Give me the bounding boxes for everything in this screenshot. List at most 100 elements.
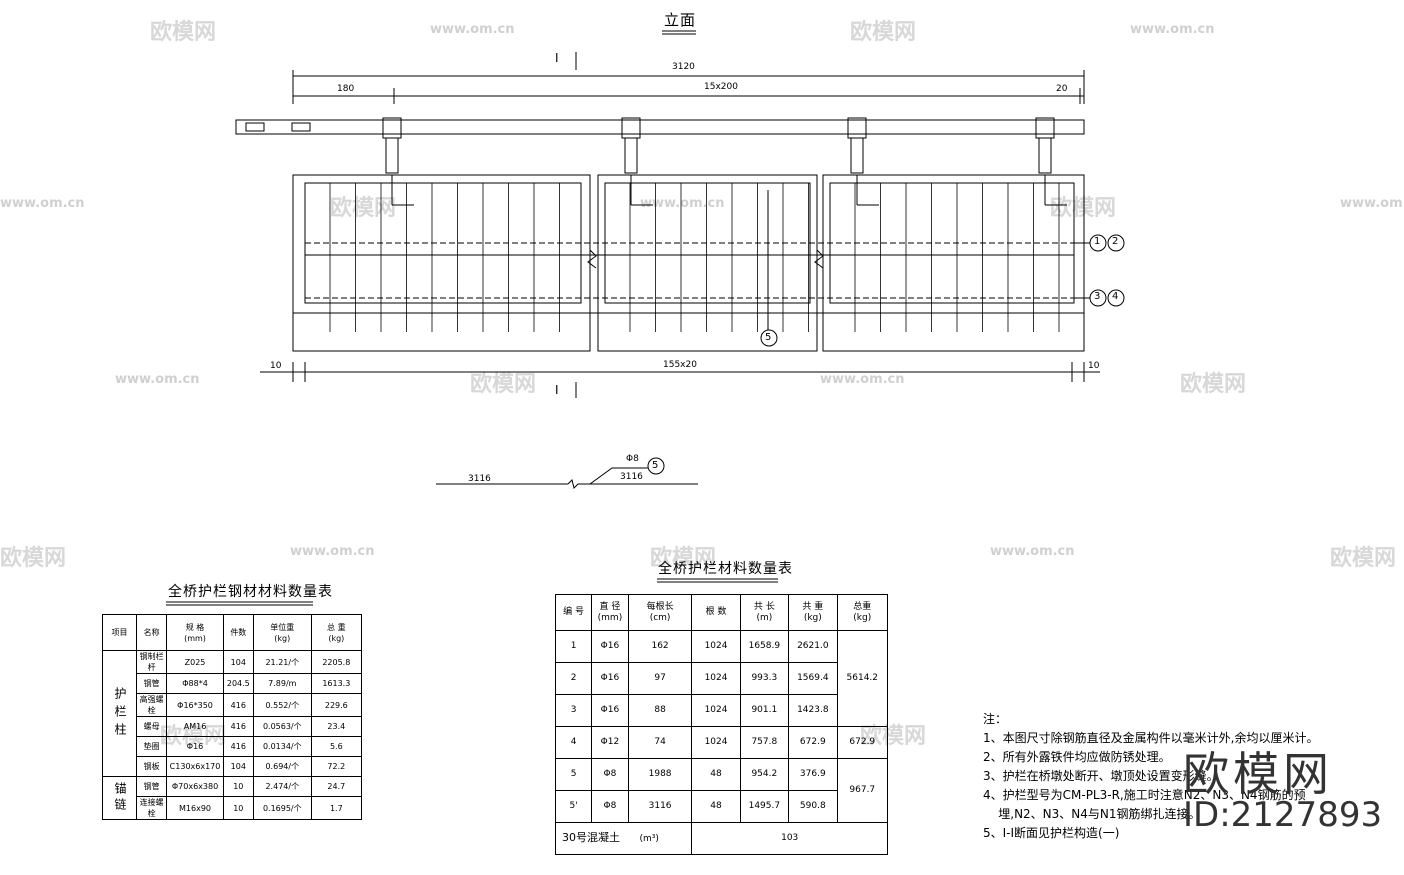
concrete-label: 30号混凝土 xyxy=(562,831,620,844)
table-cell: 1569.4 xyxy=(788,662,838,695)
table-cell: 5.6 xyxy=(310,736,363,757)
table-cell: 1024 xyxy=(691,694,741,727)
table-cell: 1423.8 xyxy=(788,694,838,727)
note-item: 4、护栏型号为CM-PL3-R,施工时注意N2、N3、N4钢筋的预 xyxy=(983,788,1306,802)
table-cell: C130x6x170 xyxy=(166,756,224,777)
table-cell: 30号混凝土 (m³) xyxy=(554,822,693,855)
steel-table-title: 全桥护栏钢材材料数量表 xyxy=(168,584,333,600)
dim-bottom-right: 10 xyxy=(1088,361,1100,371)
table-cell: 104 xyxy=(222,650,254,674)
dim-right: 20 xyxy=(1056,84,1068,94)
table-cell: 2 xyxy=(554,662,593,695)
rebar-material-table: 编 号 直 径 (mm) 每根长 (cm) 根 数 共 长 (m) 共 重 (k… xyxy=(554,594,889,855)
concrete-unit: (m³) xyxy=(639,834,659,844)
table-cell: 23.4 xyxy=(310,716,363,737)
table-cell: Φ88*4 xyxy=(166,673,224,694)
table-cell: 104 xyxy=(222,756,254,777)
table-cell: 74 xyxy=(627,726,693,759)
table-cell: 993.3 xyxy=(739,662,790,695)
table-cell: Φ16 xyxy=(591,662,629,695)
callout-circle xyxy=(1107,234,1125,252)
table-cell: 0.1695/个 xyxy=(252,796,312,820)
watermark-url: www.om.cn xyxy=(820,372,905,387)
notes-block: 注： 1、本图尺寸除钢筋直径及金属构件以毫米计外,余均以厘米计。 2、所有外露铁… xyxy=(983,710,1318,843)
table-cell: 672.9 xyxy=(788,726,838,759)
table-header: 每根长 (cm) xyxy=(627,594,693,631)
table-cell: 7.89/m xyxy=(252,673,312,694)
table-row: 5' Φ8 3116 48 1495.7 590.8 xyxy=(554,790,888,823)
table-row: 垫圈 Φ16 416 0.0134/个 5.6 xyxy=(103,736,363,757)
table-row: 钢管 Φ88*4 204.5 7.89/m 1613.3 xyxy=(103,673,363,694)
table-cell: 螺母 xyxy=(135,716,168,737)
brand-watermark: 欧模网 xyxy=(1183,747,1333,801)
table-header: 名称 xyxy=(135,614,168,651)
table-cell: 967.7 xyxy=(836,758,889,823)
table-cell: 416 xyxy=(222,716,254,737)
table-cell: 0.0563/个 xyxy=(252,716,312,737)
watermark-logo: 欧模网 xyxy=(470,372,537,397)
table-cell: 1613.3 xyxy=(310,673,363,694)
table-cell: 2621.0 xyxy=(788,630,838,663)
table-row: 2 Φ16 97 1024 993.3 1569.4 xyxy=(554,662,888,695)
table-cell: 1.7 xyxy=(310,796,363,820)
table-row: 钢板 C130x6x170 104 0.694/个 72.2 xyxy=(103,756,363,777)
dim-left: 180 xyxy=(337,84,355,94)
table-row: 连接螺栓 M16x90 10 0.1695/个 1.7 xyxy=(103,796,363,820)
table-cell: 0.694/个 xyxy=(252,756,312,777)
table-cell: 1024 xyxy=(691,726,741,759)
material-table-title: 全桥护栏材料数量表 xyxy=(658,561,793,577)
table-cell: 5614.2 xyxy=(836,630,889,727)
steel-material-table: 项目 名称 规 格 (mm) 件数 单位重 (kg) 总 重 (kg) 护栏柱 … xyxy=(102,614,363,820)
table-cell: 垫圈 xyxy=(135,736,168,757)
watermark-url: www.om.cn xyxy=(430,22,515,37)
table-cell: 钢管 xyxy=(135,776,168,797)
table-cell: 1495.7 xyxy=(739,790,790,823)
table-cell: 钢管 xyxy=(135,673,168,694)
callout-label: 2 xyxy=(1112,236,1119,247)
group-label: 锚链 xyxy=(102,776,137,820)
table-cell: 48 xyxy=(691,758,741,791)
bar-length-b: 3116 xyxy=(620,472,643,482)
table-row: 4 Φ12 74 1024 757.8 672.9 672.9 xyxy=(554,726,889,759)
table-cell: 901.1 xyxy=(739,694,790,727)
table-cell: 1988 xyxy=(627,758,693,791)
table-cell: 连接螺栓 xyxy=(135,796,168,820)
callout-label: 1 xyxy=(1094,236,1101,247)
section-mark-bottom: I xyxy=(555,383,559,397)
table-cell: 376.9 xyxy=(788,758,838,791)
callout-label: 5 xyxy=(765,332,772,343)
watermark-logo: 欧模网 xyxy=(150,20,217,45)
table-cell: Φ8 xyxy=(591,758,629,791)
table-cell: 1024 xyxy=(691,662,741,695)
dim-total: 3120 xyxy=(672,62,695,72)
watermark-logo: 欧模网 xyxy=(850,20,917,45)
table-cell: 416 xyxy=(222,736,254,757)
table-cell: 229.6 xyxy=(310,693,363,717)
dim-mid: 15x200 xyxy=(704,82,738,92)
table-header: 单位重 (kg) xyxy=(252,614,312,651)
watermark-url: www.om.cn xyxy=(115,372,200,387)
watermark-logo: 欧模网 xyxy=(330,196,397,221)
table-cell: Z025 xyxy=(166,650,224,674)
table-cell: 0.552/个 xyxy=(252,693,312,717)
table-header: 直 径 (mm) xyxy=(591,594,629,631)
group-label: 护栏柱 xyxy=(102,650,137,777)
table-header: 总 重 (kg) xyxy=(310,614,363,651)
table-row: 30号混凝土 (m³) 103 xyxy=(554,822,888,855)
watermark-url: www.om.cn xyxy=(1340,196,1404,211)
table-header: 件数 xyxy=(222,614,254,651)
note-item: 埋,N2、N3、N4与N1钢筋绑扎连接。 xyxy=(983,807,1201,821)
table-cell: 3 xyxy=(554,694,593,727)
table-cell: Φ12 xyxy=(591,726,629,759)
table-cell: 88 xyxy=(627,694,693,727)
table-cell: M16x90 xyxy=(166,796,224,820)
table-cell: Φ16 xyxy=(591,694,629,727)
note-item: 2、所有外露铁件均应做防锈处理。 xyxy=(983,750,1171,764)
table-cell: Φ16 xyxy=(591,630,629,663)
watermark-url: www.om.cn xyxy=(1130,22,1215,37)
table-cell: 590.8 xyxy=(788,790,838,823)
table-cell: 1 xyxy=(554,630,593,663)
table-row: 螺母 AM16 416 0.0563/个 23.4 xyxy=(103,716,363,737)
table-cell: 48 xyxy=(691,790,741,823)
